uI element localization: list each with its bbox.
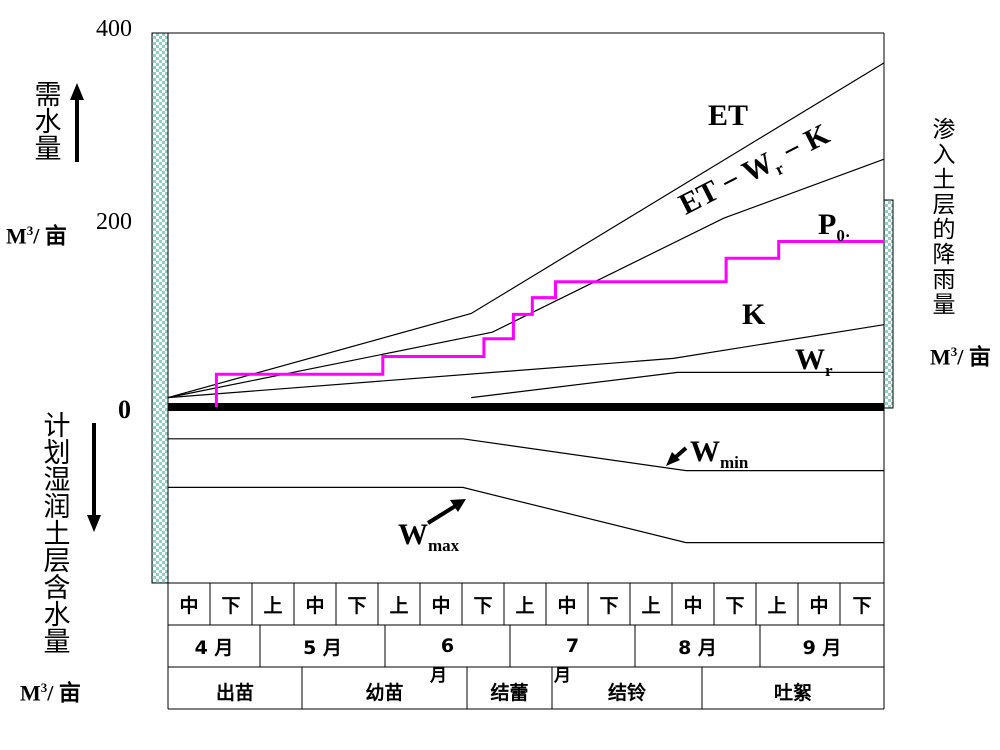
et-series-label: ET <box>708 99 749 132</box>
up-arrow-head <box>70 83 84 100</box>
month-cell-sep: 9 月 <box>802 636 842 659</box>
down-arrow-head <box>87 515 101 532</box>
series-et-line <box>167 62 885 399</box>
unit-left-bottom: M3/ 亩 <box>20 680 81 706</box>
series-et-wr-k-line <box>167 158 885 399</box>
series-wmin-line <box>168 438 884 472</box>
stage-cell-squaring: 结蕾 <box>490 681 529 704</box>
dekad-cell: 上 <box>515 594 535 617</box>
dekad-cell: 上 <box>641 594 661 617</box>
y-tick-0: 0 <box>118 395 131 424</box>
dekad-cell: 中 <box>179 594 199 617</box>
series-wr-line <box>471 371 884 399</box>
dekad-cell: 下 <box>852 594 872 617</box>
y-tick-200: 200 <box>96 209 132 235</box>
month-cell-jul: 7 <box>565 635 580 657</box>
series-wmax-line <box>168 486 884 544</box>
p0-series-label: P0· <box>818 208 851 245</box>
unit-left-top: M3/ 亩 <box>6 223 67 249</box>
series-layer <box>167 62 885 544</box>
dekad-cell: 下 <box>347 594 367 617</box>
unit-right: M3/ 亩 <box>930 344 991 370</box>
wmin-series-label: Wmin <box>690 435 749 472</box>
stage-cell-seedling: 幼苗 <box>365 681 404 704</box>
month-jun-tail: 月 <box>430 666 447 686</box>
month-cell-may: 5 月 <box>303 636 342 659</box>
right-axis-title: 渗入土层的降雨量 <box>932 117 956 318</box>
dekad-cell: 中 <box>431 594 451 617</box>
dekad-cell: 上 <box>767 594 787 617</box>
wmax-arrow <box>426 503 459 525</box>
stage-cell-emergence: 出苗 <box>215 681 254 704</box>
wmin-arrowhead <box>666 452 680 466</box>
stage-cell-boll-setting: 结铃 <box>607 681 646 704</box>
month-cell-apr: 4 月 <box>194 636 234 659</box>
left-soil-bar <box>151 32 169 584</box>
dekad-cell: 下 <box>473 594 493 617</box>
timeline-table <box>167 582 885 710</box>
dekad-cell: 下 <box>221 594 241 617</box>
left-bottom-axis-title: 计划湿润土层含水量 <box>43 411 71 658</box>
dekad-cell: 中 <box>683 594 703 617</box>
wr-series-label: Wr <box>795 343 833 380</box>
dekad-cell: 中 <box>305 594 325 617</box>
series-p0-line <box>214 240 884 407</box>
month-jul-tail: 月 <box>554 666 571 686</box>
k-series-label: K <box>742 298 766 331</box>
dekad-cell: 中 <box>809 594 829 617</box>
left-top-axis-title: 需水量 <box>34 80 62 165</box>
month-cell-aug: 8 月 <box>678 636 717 659</box>
wmax-arrowhead <box>450 499 466 512</box>
dekad-cell: 中 <box>557 594 577 617</box>
month-cell-jun: 6 <box>440 635 455 657</box>
series-k-line <box>167 324 885 399</box>
dekad-cell: 下 <box>599 594 619 617</box>
stage-cell-boll-opening: 吐絮 <box>773 681 812 704</box>
dekad-cell: 上 <box>263 594 283 617</box>
y-tick-400: 400 <box>96 16 132 42</box>
right-rain-bar <box>883 199 894 409</box>
dekad-cell: 上 <box>389 594 409 617</box>
wmax-series-label: Wmax <box>398 518 460 555</box>
dekad-cell: 下 <box>725 594 745 617</box>
